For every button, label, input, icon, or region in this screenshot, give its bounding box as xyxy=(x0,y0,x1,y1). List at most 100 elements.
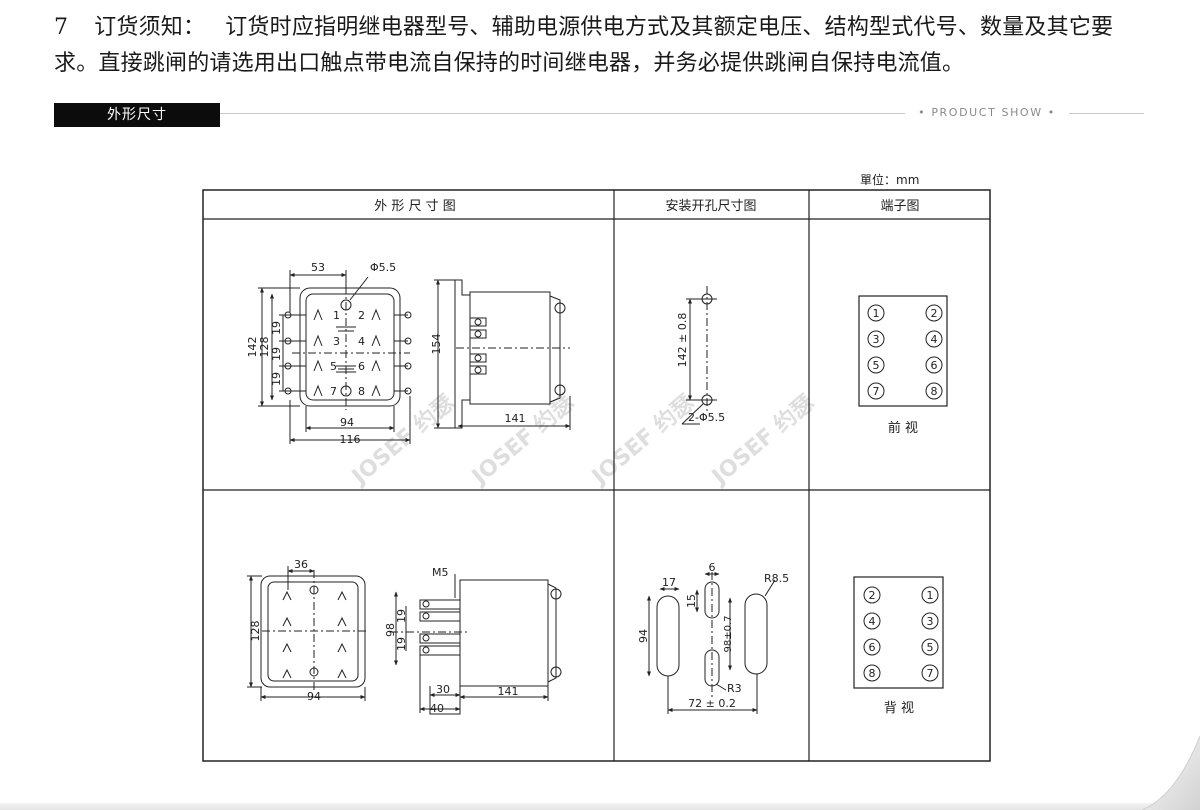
terminal-label: 7 xyxy=(330,385,337,398)
dim-30: 30 xyxy=(436,683,450,696)
dim-141: 141 xyxy=(498,685,519,698)
note-text: 订货时应指明继电器型号、辅助电源供电方式及其额定电压、结构型式代号、数量及其它要… xyxy=(54,15,1114,76)
dim-142: 142 xyxy=(246,337,259,358)
dim-19: 19 xyxy=(395,609,408,623)
watermark-text: JOSEF 约瑟 xyxy=(706,390,820,491)
terminal-circle xyxy=(867,304,885,322)
terminal-number: 1 xyxy=(927,589,934,602)
terminal-number: 3 xyxy=(927,615,934,628)
order-note: 7 订货须知：订货时应指明继电器型号、辅助电源供电方式及其额定电压、结构型式代号、… xyxy=(54,10,1154,82)
dim-116: 116 xyxy=(340,433,361,446)
header-dimensions: 外 形 尺 寸 图 xyxy=(374,199,456,214)
terminal-circle xyxy=(925,304,943,322)
dim-m5: M5 xyxy=(432,566,449,579)
terminal-number: 5 xyxy=(873,359,880,372)
dim-r3: R3 xyxy=(727,682,742,695)
table-grid xyxy=(202,189,991,762)
dim-94: 94 xyxy=(637,629,650,643)
cutout-back-labels: 17 6 94 15 98±0.7 R8.5 R3 72 ± 0.2 xyxy=(637,561,789,710)
terminal-number: 5 xyxy=(927,641,934,654)
terminal-circle xyxy=(921,586,939,604)
dim-40: 40 xyxy=(430,702,444,715)
section-rule-left xyxy=(220,113,905,114)
dim-154: 154 xyxy=(430,334,443,355)
dim-94: 94 xyxy=(340,416,354,429)
terminal-number: 4 xyxy=(869,615,876,628)
terminal-circle xyxy=(867,382,885,400)
watermark-text: JOSEF 约瑟 xyxy=(466,390,580,491)
dim-15: 15 xyxy=(685,594,698,608)
watermark-text: JOSEF 约瑟 xyxy=(586,390,700,491)
section-title: 外形尺寸 xyxy=(54,103,220,127)
terminal-number: 7 xyxy=(927,667,934,680)
terminal-label: 2 xyxy=(358,309,365,322)
dim-128: 128 xyxy=(258,337,271,358)
dim-98: 98 xyxy=(384,623,397,637)
terminal-circle xyxy=(921,612,939,630)
terminal-label: 3 xyxy=(333,335,340,348)
terminal-circle xyxy=(863,586,881,604)
unit-label: 單位：mm xyxy=(860,172,919,187)
terminal-circle xyxy=(921,638,939,656)
terminal-circle xyxy=(925,382,943,400)
dim-94: 94 xyxy=(307,690,321,703)
terminal-number: 1 xyxy=(873,307,880,320)
terminal-number: 4 xyxy=(931,333,938,346)
header-cutout: 安装开孔尺寸图 xyxy=(665,199,756,214)
terminal-circle xyxy=(921,664,939,682)
front-view-drawing xyxy=(258,270,571,444)
dim-hole: Φ5.5 xyxy=(370,261,396,274)
terminal-label: 8 xyxy=(358,385,365,398)
terminal-label: 1 xyxy=(333,309,340,322)
terminal-number: 8 xyxy=(931,385,938,398)
terminal-label: 6 xyxy=(358,360,365,373)
terminal-circle xyxy=(867,356,885,374)
back-view-labels: 36 128 94 M5 98 19 19 30 40 141 xyxy=(249,558,519,715)
dim-19: 19 xyxy=(270,321,283,335)
terminal-circle xyxy=(863,638,881,656)
terminal-circle xyxy=(863,612,881,630)
terminal-circle xyxy=(925,330,943,348)
cutout-front-drawing xyxy=(681,286,717,425)
section-subtitle: • PRODUCT SHOW • xyxy=(918,106,1056,119)
front-view-labels: 53 Φ5.5 142 128 19 19 19 94 116 154 141 … xyxy=(246,261,526,446)
dim-72: 72 ± 0.2 xyxy=(688,697,736,710)
dim-141: 141 xyxy=(505,412,526,425)
terminal-label: 5 xyxy=(330,360,337,373)
note-number: 7 xyxy=(54,15,69,40)
dim-19: 19 xyxy=(270,372,283,386)
terminal-circle xyxy=(925,356,943,374)
dim-19: 19 xyxy=(270,347,283,361)
terminal-circle xyxy=(863,664,881,682)
dim-36: 36 xyxy=(294,558,308,571)
terminal-number: 6 xyxy=(931,359,938,372)
page-curl-icon xyxy=(1142,736,1200,810)
cutout-back-drawing xyxy=(647,572,776,714)
dim-53: 53 xyxy=(311,261,325,274)
terminal-number: 2 xyxy=(869,589,876,602)
cutout-spacing: 142 ± 0.8 xyxy=(676,313,689,368)
terminal-front-panel xyxy=(858,295,948,407)
cutout-holes: 2-Φ5.5 xyxy=(688,411,725,424)
dim-19: 19 xyxy=(395,637,408,651)
dim-128: 128 xyxy=(249,621,262,642)
back-view-label: 背 视 xyxy=(884,701,914,716)
note-label: 订货须知： xyxy=(94,15,206,40)
section-rule-right xyxy=(1069,113,1144,114)
terminal-number: 8 xyxy=(869,667,876,680)
back-view-drawing xyxy=(247,566,562,715)
dim-6: 6 xyxy=(709,561,716,574)
watermark: JOSEF 约瑟 JOSEF 约瑟 JOSEF 约瑟 JOSEF 约瑟 xyxy=(346,390,820,491)
terminal-number: 6 xyxy=(869,641,876,654)
terminal-circle xyxy=(867,330,885,348)
dim-98: 98±0.7 xyxy=(723,615,734,652)
terminal-label: 4 xyxy=(358,335,365,348)
page-bottom-edge xyxy=(0,803,1200,810)
terminal-back-panel xyxy=(853,576,944,689)
dim-17: 17 xyxy=(662,576,676,589)
header-terminals: 端子图 xyxy=(880,199,919,214)
terminal-number: 3 xyxy=(873,333,880,346)
front-view-label: 前 视 xyxy=(888,420,918,436)
